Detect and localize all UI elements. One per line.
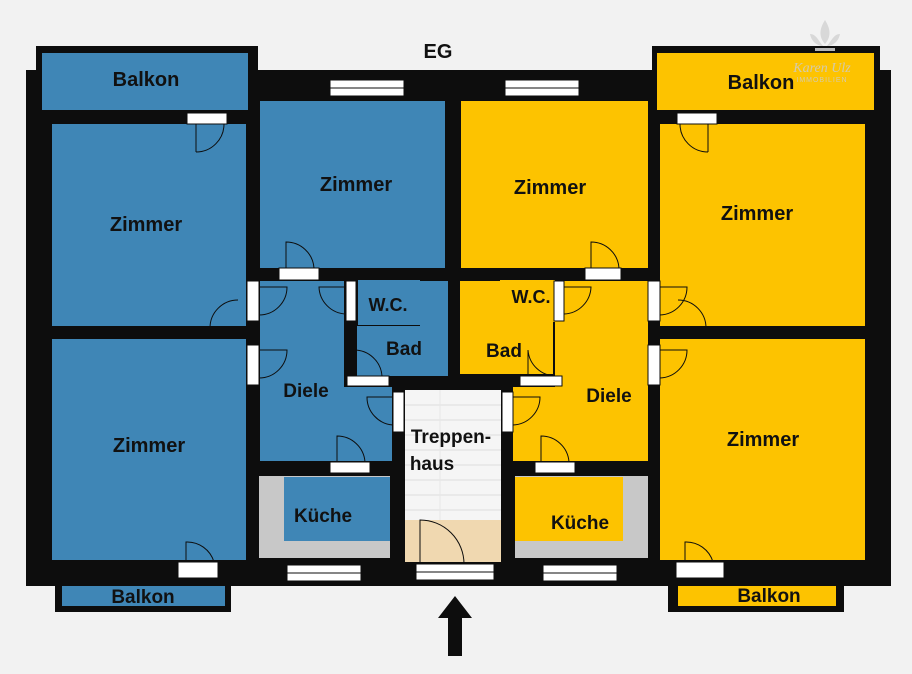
label-treppenhaus-2: haus [410,454,454,475]
label-left-zimmer-bottom: Zimmer [113,435,185,457]
label-right-zimmer-bottom: Zimmer [727,429,799,451]
left-wc [358,280,420,325]
label-right-kueche: Küche [551,513,609,534]
label-right-bad: Bad [486,341,522,362]
room-labels: Balkon Zimmer Zimmer Balkon Zimmer W.C. … [110,69,801,608]
left-kueche [284,477,390,541]
label-right-balkon-bottom: Balkon [737,586,800,607]
right-balkon-top [657,53,874,110]
door-swings [185,123,714,565]
left-diele-a [260,281,344,461]
right-zimmer-bottom [660,339,865,560]
label-left-balkon-bottom: Balkon [111,587,174,608]
label-right-wc: W.C. [512,287,551,307]
label-left-kueche: Küche [294,506,352,527]
right-balkon-bottom [678,586,836,606]
left-balkon-bottom [62,586,225,606]
right-kueche [515,477,623,541]
label-left-zimmer-top: Zimmer [110,214,182,236]
left-zimmer-mid [260,101,445,268]
right-zimmer-top [660,124,865,326]
label-right-diele: Diele [586,386,631,407]
label-treppenhaus-1: Treppen- [411,427,491,448]
left-balkon-top [42,53,248,110]
left-diele-b [344,387,392,461]
right-zimmer-mid [461,101,648,268]
left-zimmer-bottom [52,339,246,560]
label-left-bad: Bad [386,339,422,360]
right-diele-a [555,281,648,461]
floor-title: EG [424,41,453,63]
watermark-logo: Karen Ulz IMMOBILIEN [792,20,851,84]
left-diele-c [420,281,448,326]
apartment-right [460,53,874,606]
label-left-wc: W.C. [369,295,408,315]
label-right-zimmer-mid: Zimmer [514,177,586,199]
left-zimmer-top [52,124,246,326]
windows [286,79,618,582]
watermark-sub: IMMOBILIEN [796,77,847,84]
label-right-zimmer-top: Zimmer [721,203,793,225]
entrance-arrow-icon [438,596,472,656]
fleur-de-lis-icon [810,20,840,51]
label-left-balkon-top: Balkon [113,69,180,91]
watermark-name: Karen Ulz [792,61,851,76]
left-bad [357,326,448,376]
label-left-zimmer-mid: Zimmer [320,174,392,196]
door-frames [177,112,725,579]
right-bad [460,281,553,374]
stairwell [405,390,501,562]
label-right-balkon-top: Balkon [728,72,795,94]
label-left-diele: Diele [283,381,328,402]
interior-walls [40,326,866,339]
